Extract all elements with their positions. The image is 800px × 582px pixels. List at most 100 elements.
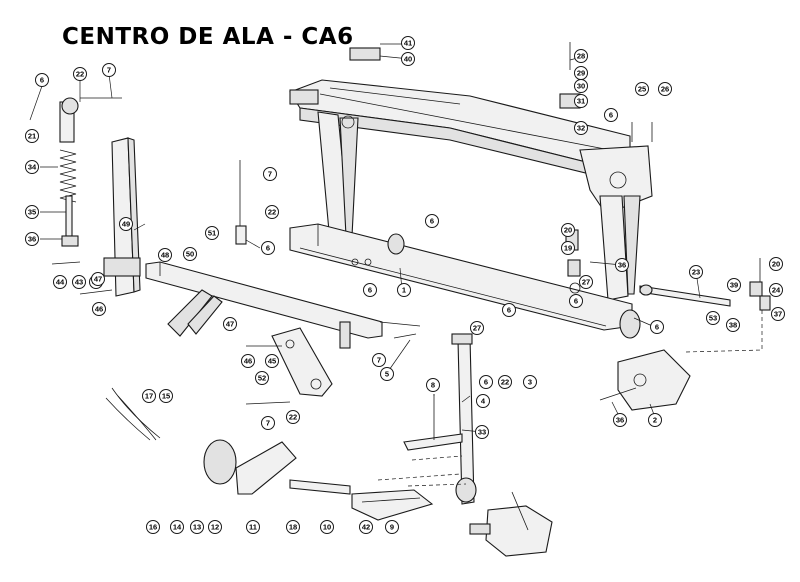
callout-circle bbox=[650, 320, 664, 334]
callout-number: 49 bbox=[122, 220, 130, 229]
callout-number: 35 bbox=[28, 208, 36, 217]
callout-number: 7 bbox=[266, 419, 270, 428]
callout-circle bbox=[579, 275, 593, 289]
callout-number: 28 bbox=[577, 52, 585, 61]
callout-12: 12 bbox=[208, 520, 222, 534]
callout-36: 36 bbox=[613, 413, 627, 427]
callout-circle bbox=[426, 378, 440, 392]
callout-circle bbox=[574, 49, 588, 63]
callout-number: 50 bbox=[186, 250, 194, 259]
callout-number: 19 bbox=[564, 244, 572, 253]
callout-number: 36 bbox=[28, 235, 36, 244]
callout-circle bbox=[25, 232, 39, 246]
callout-47: 47 bbox=[223, 317, 237, 331]
callout-circle bbox=[159, 389, 173, 403]
callout-22: 22 bbox=[286, 410, 300, 424]
diagram-title: CENTRO DE ALA - CA6 bbox=[62, 24, 354, 50]
callout-28: 28 bbox=[574, 49, 588, 63]
callout-6: 6 bbox=[502, 303, 516, 317]
callout-number: 10 bbox=[323, 523, 331, 532]
callout-number: 9 bbox=[390, 523, 394, 532]
callout-circle bbox=[502, 303, 516, 317]
callout-number: 20 bbox=[564, 226, 572, 235]
callout-6: 6 bbox=[650, 320, 664, 334]
callout-6: 6 bbox=[363, 283, 377, 297]
hitch-bracket bbox=[617, 349, 691, 411]
callout-number: 13 bbox=[193, 523, 201, 532]
callout-circle bbox=[119, 217, 133, 231]
callout-circle bbox=[265, 354, 279, 368]
callout-circle bbox=[205, 226, 219, 240]
callout-number: 42 bbox=[362, 523, 370, 532]
callout-number: 22 bbox=[289, 413, 297, 422]
callout-number: 38 bbox=[729, 321, 737, 330]
callout-number: 52 bbox=[258, 374, 266, 383]
callout-circle bbox=[91, 272, 105, 286]
callout-circle bbox=[401, 52, 415, 66]
callout-41: 41 bbox=[401, 36, 415, 50]
callout-7: 7 bbox=[263, 167, 277, 181]
callout-24: 24 bbox=[769, 283, 783, 297]
callout-circle bbox=[689, 265, 703, 279]
callout-35: 35 bbox=[25, 205, 39, 219]
callout-7: 7 bbox=[372, 353, 386, 367]
callout-number: 6 bbox=[574, 297, 578, 306]
callout-number: 5 bbox=[385, 370, 389, 379]
callout-circle bbox=[604, 108, 618, 122]
callout-number: 31 bbox=[577, 97, 585, 106]
callout-circle bbox=[53, 275, 67, 289]
callout-number: 15 bbox=[162, 392, 170, 401]
callout-number: 4 bbox=[481, 397, 486, 406]
callout-44: 44 bbox=[53, 275, 67, 289]
callout-circle bbox=[561, 223, 575, 237]
callout-number: 11 bbox=[249, 523, 257, 532]
callout-circle bbox=[561, 241, 575, 255]
callout-number: 26 bbox=[661, 85, 669, 94]
callout-circle bbox=[769, 283, 783, 297]
callout-47: 47 bbox=[91, 272, 105, 286]
callout-circle bbox=[261, 416, 275, 430]
callout-45: 45 bbox=[265, 354, 279, 368]
callout-circle bbox=[183, 247, 197, 261]
callout-circle bbox=[286, 520, 300, 534]
callout-number: 47 bbox=[94, 275, 102, 284]
callout-4: 4 bbox=[476, 394, 490, 408]
callout-circle bbox=[523, 375, 537, 389]
callout-circle bbox=[574, 79, 588, 93]
callout-10: 10 bbox=[320, 520, 334, 534]
callout-25: 25 bbox=[635, 82, 649, 96]
callout-number: 36 bbox=[616, 416, 624, 425]
callout-37: 37 bbox=[771, 307, 785, 321]
callout-6: 6 bbox=[425, 214, 439, 228]
callout-circle bbox=[479, 375, 493, 389]
callout-number: 41 bbox=[404, 39, 412, 48]
callout-number: 7 bbox=[377, 356, 381, 365]
callout-circle bbox=[142, 389, 156, 403]
callout-39: 39 bbox=[727, 278, 741, 292]
callout-6: 6 bbox=[479, 375, 493, 389]
callout-circle bbox=[613, 413, 627, 427]
callout-46: 46 bbox=[92, 302, 106, 316]
callout-number: 27 bbox=[582, 278, 590, 287]
callout-circle bbox=[223, 317, 237, 331]
callout-number: 53 bbox=[709, 314, 717, 323]
callout-6: 6 bbox=[569, 294, 583, 308]
bracket-plate bbox=[271, 327, 333, 397]
callout-circle bbox=[648, 413, 662, 427]
callout-circle bbox=[359, 520, 373, 534]
callout-53: 53 bbox=[706, 311, 720, 325]
callout-42: 42 bbox=[359, 520, 373, 534]
callout-circle bbox=[25, 160, 39, 174]
callout-number: 32 bbox=[577, 124, 585, 133]
wing-plate bbox=[351, 489, 434, 521]
callout-number: 36 bbox=[618, 261, 626, 270]
angle-plate bbox=[403, 394, 463, 451]
callout-1: 1 bbox=[397, 283, 411, 297]
callout-circle bbox=[246, 520, 260, 534]
callout-number: 51 bbox=[208, 229, 216, 238]
callout-number: 6 bbox=[266, 244, 270, 253]
callout-circle bbox=[25, 129, 39, 143]
callout-22: 22 bbox=[265, 205, 279, 219]
callout-number: 6 bbox=[609, 111, 613, 120]
